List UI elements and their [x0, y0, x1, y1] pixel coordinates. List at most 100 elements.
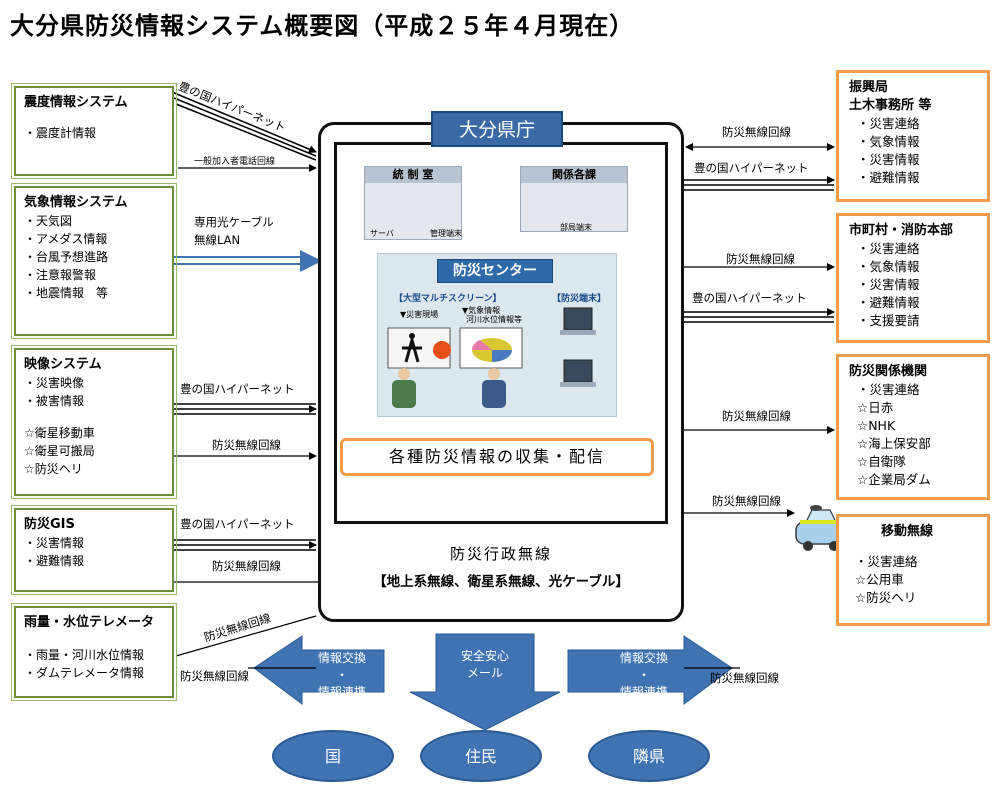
kuni-node: 国	[272, 730, 394, 782]
uryo-item: ・雨量・河川水位情報	[24, 648, 145, 662]
shinkokyoku-box: 振興局 土木事務所 等 ・災害連絡 ・気象情報 ・災害情報 ・避難情報	[836, 70, 990, 202]
kisho-item: ・地震情報 等	[24, 286, 109, 300]
kankei-room: 関係各課	[520, 166, 628, 232]
label-musen-r5: 防災無線回線	[710, 671, 779, 685]
arrow-right-line: 情報連携	[619, 685, 668, 699]
arrow-left-line: 情報連携	[317, 685, 366, 699]
rinken-node: 隣県	[588, 730, 710, 782]
kikan-item: ☆日赤	[857, 400, 894, 415]
ido-item: ☆防災ヘリ	[855, 590, 917, 605]
prefecture-title: 大分県庁	[431, 111, 563, 147]
shichoson-title: 市町村・消防本部	[849, 223, 954, 238]
collect-distribute-label: 各種防災情報の収集・配信	[340, 438, 654, 476]
bosai-center-title: 防災センター	[437, 259, 553, 283]
ido-title: 移動無線	[881, 524, 934, 539]
kisho-label: ▼気象情報	[462, 306, 501, 315]
arrow-right-line: ・	[637, 668, 650, 682]
label-hyper-2: 豊の国ハイパーネット	[180, 382, 295, 396]
uryo-item: ・ダムテレメータ情報	[24, 666, 145, 680]
arrow-mid-text: 安全安心 メール	[436, 648, 534, 682]
shichoson-item: ・避難情報	[857, 295, 920, 310]
shindo-item: ・震度計情報	[24, 126, 97, 140]
arrow-right-line: 情報交換	[619, 651, 668, 665]
kisho-item: ・台風予想進路	[24, 250, 109, 264]
ido-musen-box: 移動無線 ・災害連絡 ☆公用車 ☆防災ヘリ	[836, 514, 990, 626]
kikan-item: ☆自衛隊	[857, 454, 906, 469]
label-musen-r4: 防災無線回線	[712, 494, 781, 508]
tosei-room: 統 制 室	[364, 166, 462, 240]
eizo-item: ☆防災ヘリ	[24, 462, 83, 476]
page-title: 大分県防災情報システム概要図（平成２５年４月現在）	[10, 12, 635, 40]
tanmatsu-label: 【防災端末】	[552, 294, 607, 304]
label-hyper-r2: 豊の国ハイパーネット	[692, 291, 807, 305]
label-musen-r2: 防災無線回線	[726, 252, 795, 266]
eizo-system-box: 映像システム ・災害映像 ・被害情報 ☆衛星移動車 ☆衛星可搬局 ☆防災ヘリ	[11, 345, 177, 499]
kasen-label: 河川水位情報等	[466, 315, 522, 324]
label-musen-r3: 防災無線回線	[722, 409, 791, 423]
shinko-item: ・災害連絡	[857, 116, 920, 131]
arrow-mid-line: 安全安心	[460, 649, 509, 663]
label-musen-4: 防災無線回線	[180, 669, 249, 683]
arrow-mid-line: メール	[466, 666, 503, 680]
arrow-right-text: 情報交換 ・ 情報連携	[602, 650, 686, 701]
shinko-item: ・災害情報	[857, 152, 920, 167]
ido-item: ☆公用車	[855, 572, 904, 587]
gis-box: 防災GIS ・災害情報 ・避難情報	[11, 505, 177, 595]
arrow-left-text: 情報交換 ・ 情報連携	[300, 650, 384, 701]
shindo-title: 震度情報システム	[24, 95, 128, 110]
shinko-item: ・気象情報	[857, 134, 920, 149]
server-caption: サーバ	[370, 229, 394, 238]
shinko-title2: 土木事務所 等	[849, 98, 932, 113]
eizo-title: 映像システム	[24, 357, 102, 372]
eizo-item: ☆衛星可搬局	[24, 444, 95, 458]
shichoson-item: ・気象情報	[857, 259, 920, 274]
label-hyper-r1: 豊の国ハイパーネット	[694, 161, 809, 175]
tosei-title: 統 制 室	[365, 167, 461, 183]
eizo-item: ☆衛星移動車	[24, 426, 95, 440]
shichoson-box: 市町村・消防本部 ・災害連絡 ・気象情報 ・災害情報 ・避難情報 ・支援要請	[836, 213, 990, 343]
kisho-item: ・天気図	[24, 214, 73, 228]
car-icon	[795, 505, 845, 551]
uryo-title: 雨量・水位テレメータ	[24, 615, 155, 630]
label-hyper-3: 豊の国ハイパーネット	[180, 517, 295, 531]
kikan-item: ☆海上保安部	[857, 436, 931, 451]
kisho-system-box: 気象情報システム ・天気図 ・アメダス情報 ・台風予想進路 ・注意報警報 ・地震…	[11, 183, 177, 339]
eizo-item: ・災害映像	[24, 376, 85, 390]
shichoson-item: ・災害連絡	[857, 241, 920, 256]
kikan-item: ・災害連絡	[857, 382, 920, 397]
gis-item: ・災害情報	[24, 536, 85, 550]
multi-screen-label: 【大型マルチスクリーン】	[394, 294, 502, 304]
shichoson-item: ・災害情報	[857, 277, 920, 292]
kikan-title: 防災関係機関	[849, 364, 928, 379]
kisho-item: ・注意報警報	[24, 268, 97, 282]
gis-item: ・避難情報	[24, 554, 85, 568]
kisho-title: 気象情報システム	[24, 195, 128, 210]
eizo-item: ・被害情報	[24, 394, 85, 408]
bottom-arrows	[253, 633, 733, 731]
label-lan: 無線LAN	[194, 233, 241, 247]
label-musen-2: 防災無線回線	[212, 559, 281, 573]
label-musen-1: 防災無線回線	[212, 438, 281, 452]
gis-title: 防災GIS	[24, 517, 75, 532]
shinko-title1: 振興局	[849, 80, 889, 95]
kanri-caption: 管理端末	[430, 229, 462, 238]
shindo-system-box: 震度情報システム ・震度計情報	[11, 83, 177, 179]
kankei-title: 関係各課	[521, 167, 627, 183]
kikan-item: ☆企業局ダム	[857, 472, 931, 487]
ido-item: ・災害連絡	[855, 554, 918, 569]
uryo-telemeter-box: 雨量・水位テレメータ ・雨量・河川水位情報 ・ダムテレメータ情報	[11, 603, 177, 701]
label-ippan: 一般加入者電話回線	[194, 157, 276, 167]
left-lines	[158, 91, 331, 657]
label-musen-r1: 防災無線回線	[722, 125, 791, 139]
arrow-left-line: ・	[335, 668, 348, 682]
genba-label: ▼災害現場	[400, 310, 439, 319]
arrow-left-line: 情報交換	[317, 651, 366, 665]
label-hikari: 専用光ケーブル	[194, 215, 274, 229]
gyosei-musen-subtitle: 【地上系無線、衛星系無線、光ケーブル】	[373, 574, 629, 590]
kikan-item: ☆NHK	[857, 418, 896, 433]
kisho-item: ・アメダス情報	[24, 232, 108, 246]
shinko-item: ・避難情報	[857, 170, 920, 185]
shichoson-item: ・支援要請	[857, 313, 920, 328]
right-lines	[675, 143, 835, 517]
kankei-kikan-box: 防災関係機関 ・災害連絡 ☆日赤 ☆NHK ☆海上保安部 ☆自衛隊 ☆企業局ダム	[836, 354, 990, 500]
